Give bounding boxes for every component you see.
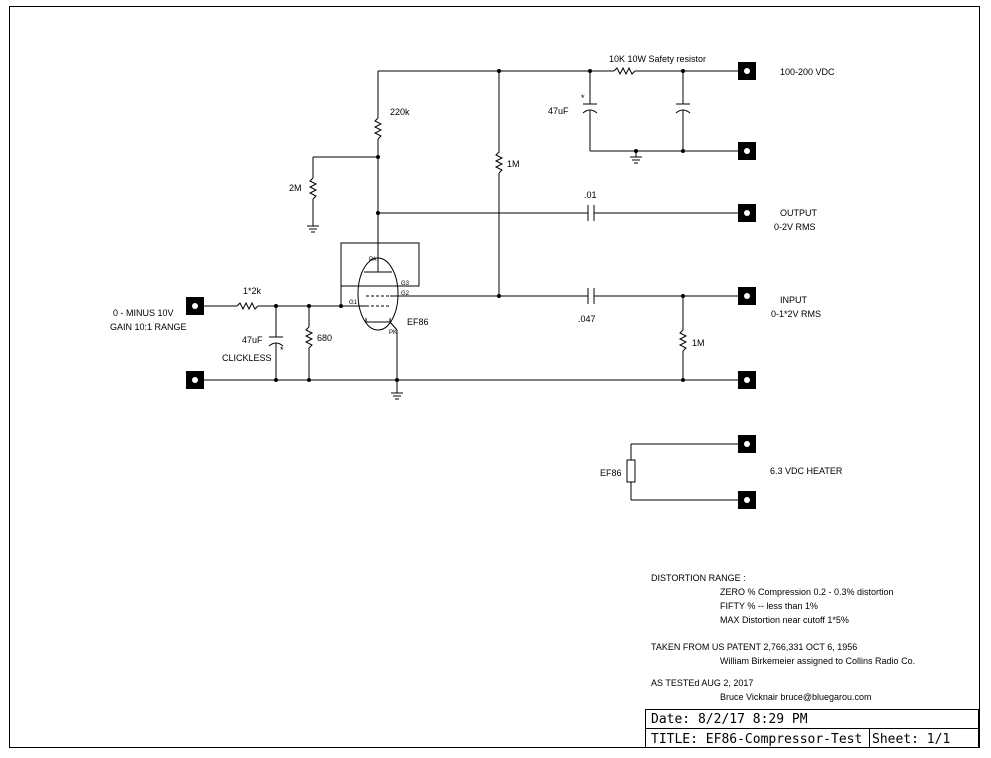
label-1x2k: 1*2k (243, 286, 262, 296)
label-47uf-bottom: 47uF (242, 335, 263, 345)
note-patent-2: William Birkemeier assigned to Collins R… (720, 656, 915, 666)
title-block: Date: 8/2/17 8:29 PM TITLE: EF86-Compres… (645, 709, 979, 748)
label-cap-01: .01 (584, 190, 597, 200)
label-680: 680 (317, 333, 332, 343)
terminal-control (186, 297, 204, 315)
label-tube: EF86 (407, 317, 429, 327)
title-block-title: TITLE: EF86-Compressor-Test (651, 732, 862, 747)
resistor-1m-input (678, 296, 688, 382)
label-1m-mid: 1M (507, 159, 520, 169)
terminal-heater-1 (738, 435, 756, 453)
note-patent-1: TAKEN FROM US PATENT 2,766,331 OCT 6, 19… (651, 642, 857, 652)
label-control-title: 0 - MINUS 10V (113, 308, 174, 318)
label-pin-g1: G1 (349, 300, 358, 306)
label-pin-g3: G3 (401, 281, 410, 287)
capacitor-bypass (675, 71, 691, 153)
note-distortion-2: FIFTY % -- less than 1% (720, 601, 818, 611)
label-heater-tube: EF86 (600, 468, 622, 478)
label-supply: 100-200 VDC (780, 67, 835, 77)
label-pin-pk: PK (389, 330, 397, 336)
label-heater: 6.3 VDC HEATER (770, 466, 843, 476)
terminal-supply (738, 62, 756, 80)
title-block-sheet: Sheet: 1/1 (872, 732, 950, 747)
title-block-date: Date: 8/2/17 8:29 PM (651, 712, 808, 727)
capacitor-47uf-top (582, 71, 740, 152)
label-220k: 220k (390, 107, 410, 117)
terminal-control-ground (186, 371, 204, 389)
label-2m: 2M (289, 183, 302, 193)
input-line (418, 288, 740, 304)
output-line (378, 205, 740, 221)
tube-ef86 (340, 242, 420, 380)
resistor-680 (304, 306, 314, 382)
resistor-220k (373, 71, 383, 258)
label-safety-resistor: 10K 10W Safety resistor (609, 54, 706, 64)
resistor-2m (307, 156, 378, 233)
label-input-title: INPUT (780, 295, 808, 305)
grid-input-network (204, 301, 366, 311)
label-polarity-top: * (581, 93, 585, 103)
label-cap-047: .047 (578, 314, 596, 324)
heater-circuit (626, 443, 740, 501)
terminal-input (738, 287, 756, 305)
note-distortion-1: ZERO % Compression 0.2 - 0.3% distortion (720, 587, 894, 597)
resistor-1m-mid (494, 71, 504, 298)
label-pin-g2: G2 (401, 291, 410, 297)
label-1m-input: 1M (692, 338, 705, 348)
note-distortion-3: MAX Distortion near cutoff 1*5% (720, 615, 849, 625)
ground-symbol-top (630, 149, 642, 164)
note-distortion-title: DISTORTION RANGE : (651, 573, 746, 583)
label-pin-pa: PA (369, 257, 377, 263)
ground-rail (204, 378, 740, 400)
label-output-title: OUTPUT (780, 208, 818, 218)
terminal-supply-ground (738, 142, 756, 160)
note-tested-1: AS TESTEd AUG 2, 2017 (651, 678, 753, 688)
note-tested-2: Bruce Vicknair bruce@bluegarou.com (720, 692, 872, 702)
sheet-border (9, 6, 980, 748)
terminals (186, 62, 756, 509)
label-polarity-bottom: * (280, 345, 284, 355)
supply-rail (378, 66, 740, 76)
capacitor-47uf-bottom (268, 306, 284, 382)
terminal-output (738, 204, 756, 222)
label-input-range: 0-1*2V RMS (771, 309, 821, 319)
label-control-range: GAIN 10:1 RANGE (110, 322, 187, 332)
terminal-ground (738, 371, 756, 389)
label-output-range: 0-2V RMS (774, 222, 816, 232)
label-clickless: CLICKLESS (222, 353, 272, 363)
label-47uf-top: 47uF (548, 106, 569, 116)
terminal-heater-2 (738, 491, 756, 509)
